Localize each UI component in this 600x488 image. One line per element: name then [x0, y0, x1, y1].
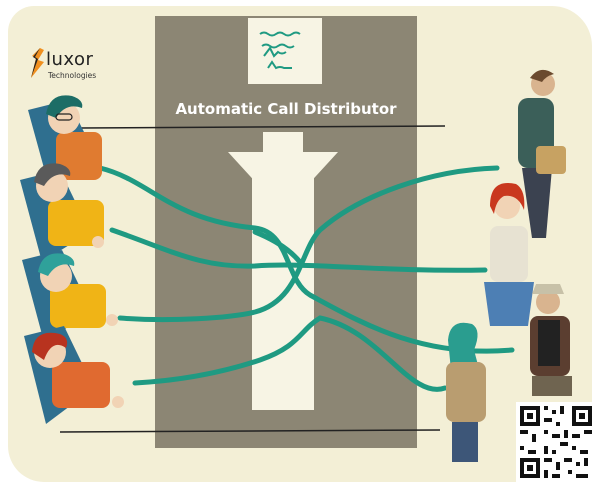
caller-2 — [484, 182, 534, 326]
down-arrow-icon — [228, 132, 338, 410]
top-divider-line — [79, 125, 446, 129]
qr-code-icon — [516, 402, 596, 482]
route-line-2 — [109, 227, 488, 273]
company-logo: luxor Technologies — [30, 48, 130, 84]
diagram-title: Automatic Call Distributor — [175, 100, 397, 118]
logo-subtitle: Technologies — [48, 71, 97, 80]
caller-1 — [518, 69, 566, 238]
route-line-3 — [117, 165, 500, 323]
agent-3 — [22, 250, 118, 342]
bottom-divider-line — [59, 429, 441, 433]
notes-document-icon — [248, 18, 322, 84]
logo-mark-icon — [31, 48, 44, 78]
logo-name: luxor — [46, 49, 94, 70]
agent-4 — [24, 326, 124, 424]
route-line-1 — [97, 165, 515, 354]
route-line-4 — [132, 315, 448, 392]
route-line-5 — [252, 229, 303, 265]
caller-4 — [446, 322, 486, 462]
caller-3 — [530, 284, 572, 396]
agent-2 — [20, 163, 104, 262]
